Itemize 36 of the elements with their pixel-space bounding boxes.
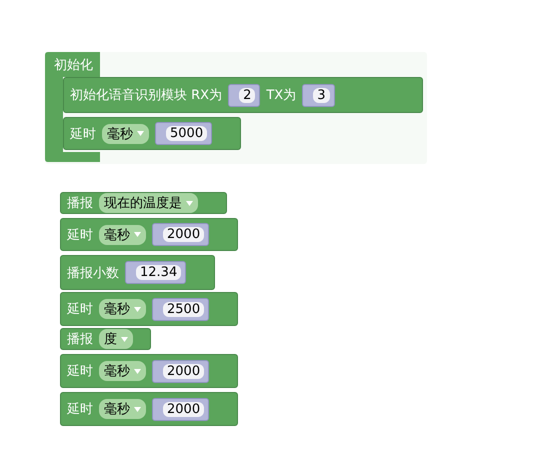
block-label: 播报小数 bbox=[67, 264, 119, 282]
dropdown-field: 毫秒 bbox=[102, 124, 149, 144]
dropdown-field: 毫秒 bbox=[99, 399, 146, 419]
block-label: 延时 bbox=[67, 363, 93, 380]
number-field: 12.34 bbox=[136, 265, 182, 280]
block-label: 延时 bbox=[67, 301, 93, 318]
block-label: TX为 bbox=[266, 87, 296, 104]
number-field: 5000 bbox=[166, 126, 208, 141]
dropdown-field: 度 bbox=[99, 329, 133, 349]
c-shaped-block bbox=[45, 52, 427, 164]
number-field: 2000 bbox=[163, 402, 204, 416]
code-block bbox=[63, 77, 423, 113]
code-block bbox=[60, 292, 238, 326]
block-label: 延时 bbox=[70, 126, 96, 142]
code-block bbox=[60, 255, 215, 290]
dropdown-field: 现在的温度是 bbox=[99, 193, 198, 213]
dropdown-field: 毫秒 bbox=[99, 299, 146, 319]
number-field: 2000 bbox=[163, 227, 204, 242]
block-label: 播报 bbox=[67, 195, 93, 212]
code-block bbox=[60, 192, 227, 214]
dropdown-field: 毫秒 bbox=[99, 361, 146, 381]
dropdown-field: 毫秒 bbox=[99, 224, 146, 244]
code-block bbox=[60, 328, 151, 350]
code-block bbox=[60, 218, 238, 251]
code-block bbox=[60, 392, 238, 426]
number-field: 3 bbox=[313, 88, 330, 102]
code-block bbox=[60, 354, 238, 388]
block-label: 延时 bbox=[67, 401, 93, 418]
number-field: 2500 bbox=[163, 302, 204, 316]
block-label: 延时 bbox=[67, 226, 93, 244]
number-field: 2 bbox=[239, 88, 256, 102]
block-label: 初始化语音识别模块 RX为 bbox=[70, 87, 222, 104]
code-block bbox=[63, 117, 241, 150]
number-field: 2000 bbox=[163, 364, 204, 378]
block-title: 初始化 bbox=[54, 57, 93, 74]
block-label: 播报 bbox=[67, 331, 93, 348]
